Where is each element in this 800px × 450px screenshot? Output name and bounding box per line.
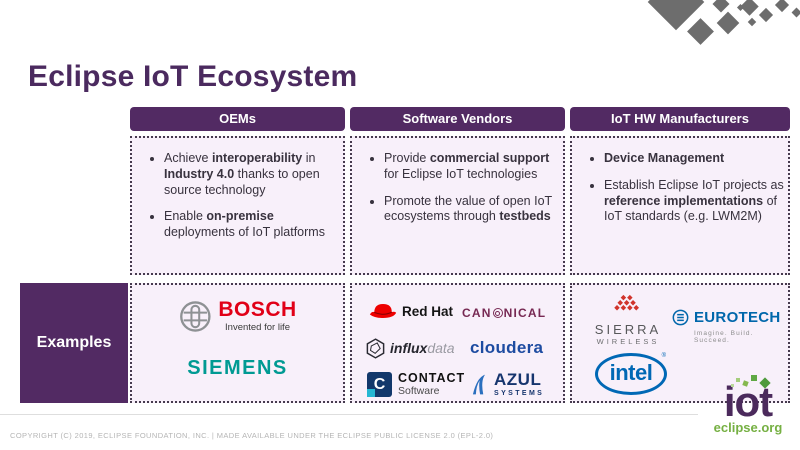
bullet-item: Provide commercial support for Eclipse I…	[384, 151, 559, 183]
oems-content-box: Achieve interoperability in Industry 4.0…	[130, 136, 345, 275]
examples-label: Examples	[20, 283, 128, 403]
intel-logo: intel ®	[595, 353, 667, 395]
software-vendors-bullet-list: Provide commercial support for Eclipse I…	[360, 151, 559, 225]
iot-wordmark: iot	[723, 378, 773, 425]
oems-bullet-list: Achieve interoperability in Industry 4.0…	[140, 151, 339, 241]
azul-wordmark: AZUL	[494, 370, 542, 389]
contact-sub-label: Software	[398, 384, 440, 397]
contact-software-logo: C CONTACT Software	[367, 371, 466, 398]
bosch-wordmark: BOSCH	[218, 298, 297, 321]
diamond-shape	[747, 17, 757, 27]
eclipse-iot-logo: iot eclipse.org	[700, 370, 796, 448]
canonical-o-icon	[492, 308, 503, 318]
eurotech-wordmark: EUROTECH	[694, 309, 781, 326]
bullet-item: Enable on-premise deployments of IoT pla…	[164, 209, 339, 241]
siemens-logo: SIEMENS	[187, 357, 288, 379]
influxdata-logo: influxdata	[366, 338, 455, 359]
azul-systems-logo: AZUL SYSTEMS	[472, 371, 544, 397]
column-header-iot-hw-manufacturers: IoT HW Manufacturers	[570, 107, 790, 131]
cloudera-logo: cloudera	[470, 338, 544, 357]
eurotech-logo: EUROTECH Imagine. Build. Succeed.	[672, 309, 788, 344]
green-square-icon	[736, 378, 740, 382]
iot-hw-content-box: Device Management Establish Eclipse IoT …	[570, 136, 790, 275]
bosch-tagline: Invented for life	[225, 322, 290, 333]
diamond-shape	[716, 11, 740, 35]
sierra-wordmark: SIERRA	[594, 322, 662, 337]
software-vendors-content-box: Provide commercial support for Eclipse I…	[350, 136, 565, 275]
redhat-wordmark: Red Hat	[402, 303, 454, 319]
eclipse-org-label: eclipse.org	[713, 420, 783, 435]
diamond-shape	[687, 18, 714, 45]
green-square-icon	[731, 384, 734, 387]
azul-a-icon	[472, 374, 486, 394]
contact-wordmark: CONTACT	[398, 371, 466, 385]
azul-sub-label: SYSTEMS	[494, 390, 545, 397]
bullet-item: Promote the value of open IoT ecosystems…	[384, 194, 559, 226]
page-title: Eclipse IoT Ecosystem	[28, 60, 358, 93]
bosch-logo: BOSCH Invented for life	[178, 299, 296, 333]
diamond-shape	[791, 7, 800, 18]
bullet-item: Achieve interoperability in Industry 4.0…	[164, 151, 339, 198]
bosch-armature-icon	[179, 300, 211, 332]
copyright-text: COPYRIGHT (C) 2019, ECLIPSE FOUNDATION, …	[10, 431, 494, 440]
footer-divider	[0, 414, 698, 415]
bullet-item: Device Management	[604, 151, 784, 167]
hw-manufacturers-examples-box: SIERRA WIRELESS EUROTECH Imagine. Build.…	[570, 283, 790, 403]
redhat-fedora-icon	[369, 304, 397, 318]
sierra-lattice-icon	[614, 294, 639, 311]
sierra-wireless-logo: SIERRA WIRELESS	[588, 294, 668, 346]
eurotech-circle-icon	[672, 309, 689, 326]
diamond-shape	[774, 0, 790, 13]
iot-hw-bullet-list: Device Management Establish Eclipse IoT …	[580, 151, 784, 225]
contact-c-icon: C	[367, 372, 392, 398]
column-header-software-vendors: Software Vendors	[350, 107, 565, 131]
influxdata-hexagon-icon	[366, 338, 385, 359]
redhat-logo: Red Hat	[369, 301, 453, 321]
eurotech-tagline: Imagine. Build. Succeed.	[694, 330, 754, 344]
bullet-item: Establish Eclipse IoT projects as refere…	[604, 178, 784, 225]
column-header-oems: OEMs	[130, 107, 345, 131]
diamond-shape	[712, 0, 730, 13]
green-square-icon	[751, 375, 757, 381]
sierra-sub-label: WIRELESS	[596, 337, 660, 347]
diamond-shape	[758, 7, 774, 23]
intel-wordmark: intel	[609, 360, 653, 385]
oems-examples-box: BOSCH Invented for life SIEMENS	[130, 283, 345, 403]
intel-registered-mark: ®	[661, 353, 666, 359]
